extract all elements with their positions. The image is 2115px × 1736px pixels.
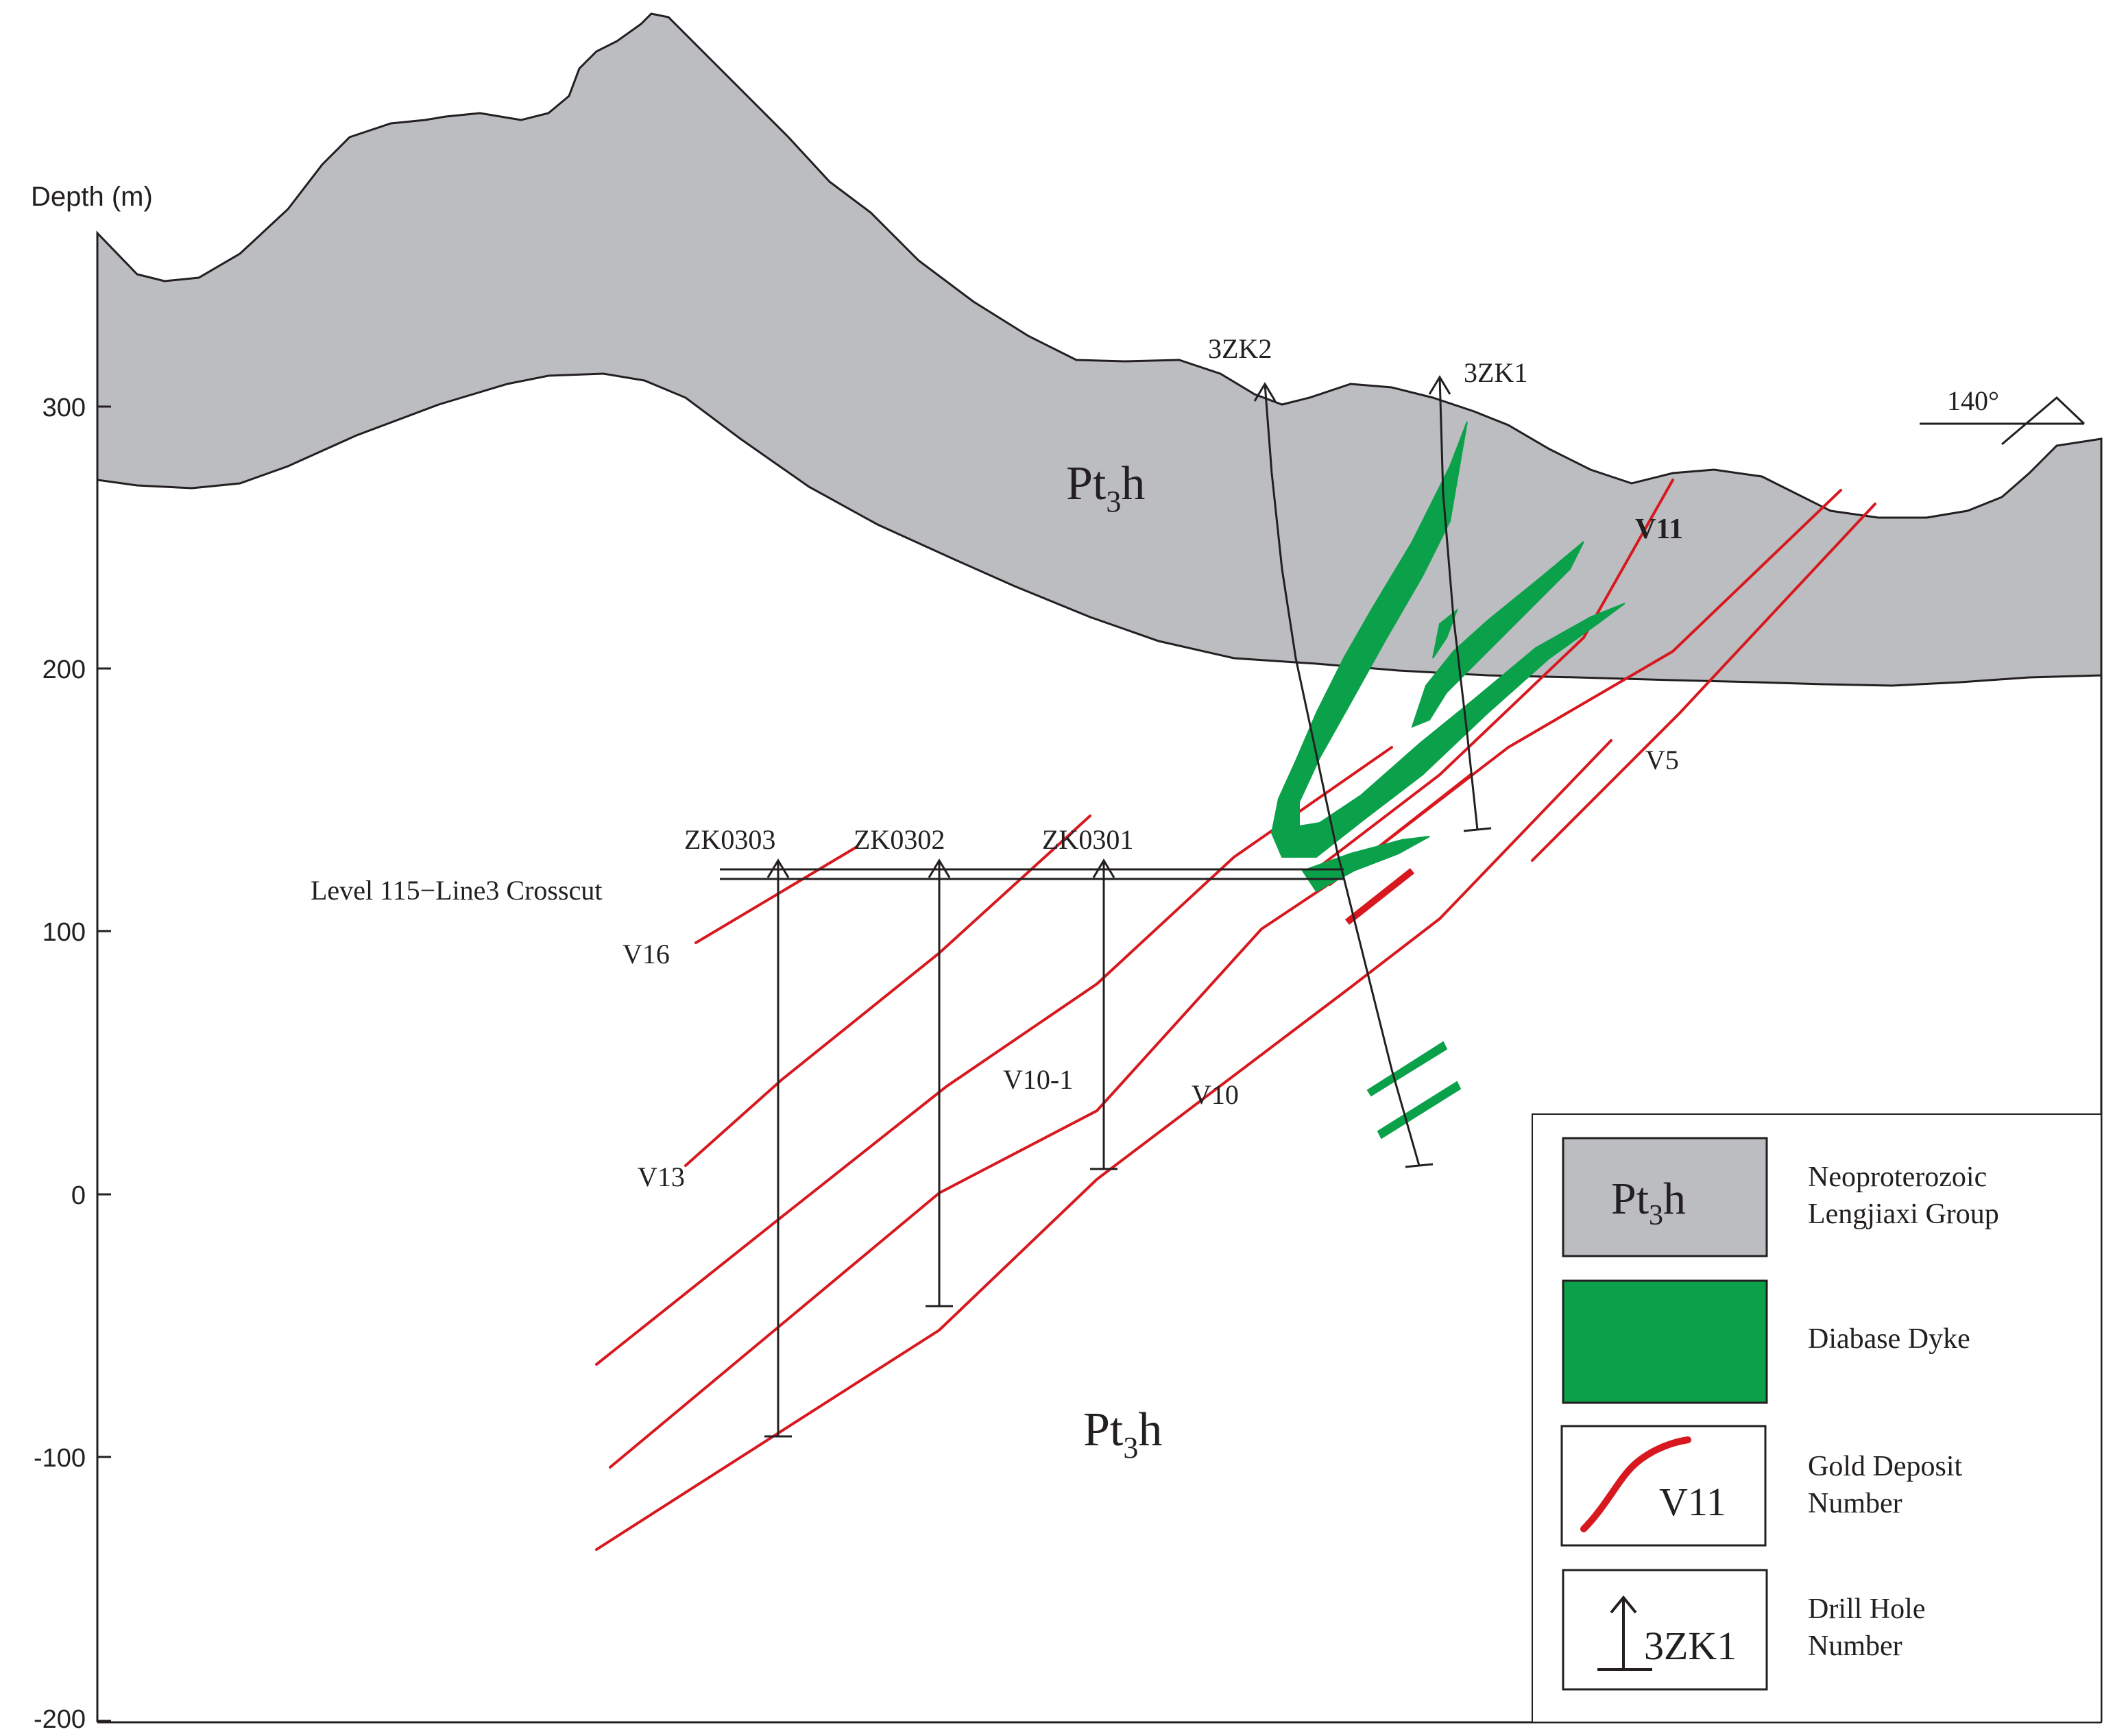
vein-v11 — [1322, 479, 1674, 865]
depth-tick-200: 200 — [43, 655, 86, 684]
diabase-dyke — [1270, 421, 1625, 1140]
drill-hole-zk0303-label: ZK0303 — [684, 824, 775, 855]
vein-v5 — [1531, 503, 1876, 862]
vein-label-v10-1: V10-1 — [1003, 1064, 1073, 1095]
vein-v13 — [684, 815, 1091, 1167]
level-115-crosscut — [720, 868, 1344, 880]
unit-label-upper: Pt3h — [1066, 457, 1145, 518]
vein-v16 — [694, 845, 858, 944]
legend-hole-box — [1562, 1569, 1768, 1691]
depth-tick-0: 0 — [71, 1181, 86, 1210]
drill-hole-3zk2-trace — [1264, 383, 1421, 1166]
drill-hole-3zk2-label: 3ZK2 — [1208, 333, 1272, 364]
vein-upper-a — [595, 746, 1393, 1366]
legend-unit-text-2: Lengjiaxi Group — [1808, 1198, 1999, 1230]
dyke-lower-lens — [1301, 836, 1430, 893]
depth-ticks — [97, 405, 111, 1722]
drill-hole-3zk1-arrow — [1428, 375, 1451, 395]
drill-hole-zk0301-label: ZK0301 — [1042, 824, 1133, 855]
drill-hole-zk0302-label: ZK0302 — [854, 824, 945, 855]
depth-tick-100: 100 — [43, 918, 86, 947]
dyke-lower-streak-1 — [1366, 1041, 1448, 1097]
dyke-lower-streak-2 — [1377, 1081, 1462, 1140]
drill-hole-zk0301-arrow — [1092, 858, 1115, 878]
drill-holes — [764, 375, 1492, 1438]
depth-tick-minus-100: -100 — [34, 1444, 86, 1473]
legend-hole-symbol: 3ZK1 — [1644, 1624, 1737, 1668]
legend-unit-text-1: Neoproterozoic — [1808, 1161, 1987, 1193]
vein-v10 — [595, 739, 1612, 1551]
unit-label-lower: Pt3h — [1083, 1403, 1162, 1464]
drill-hole-3zk1-end — [1463, 827, 1492, 832]
drill-hole-3zk1-trace — [1438, 376, 1479, 830]
drill-hole-zk0303-arrow — [766, 858, 790, 878]
dyke-branch — [1411, 541, 1584, 728]
vein-label-v5: V5 — [1645, 745, 1679, 775]
drill-hole-3zk2-arrow — [1253, 382, 1277, 402]
orientation-label: 140° — [1947, 385, 1999, 416]
drill-hole-zk0302-arrow — [928, 858, 951, 878]
vein-label-v10: V10 — [1192, 1079, 1239, 1110]
drill-hole-3zk2-end — [1405, 1163, 1434, 1168]
gold-veins — [595, 479, 1876, 1551]
vein-label-v16: V16 — [623, 939, 670, 969]
depth-tick-300: 300 — [43, 394, 86, 422]
lengjiaxi-group-unit — [96, 12, 2103, 687]
vein-label-v13: V13 — [638, 1161, 685, 1192]
legend-vein-symbol: V11 — [1659, 1480, 1726, 1524]
legend-unit-swatch — [1562, 1137, 1768, 1257]
vein-v10-thick-segment — [1344, 868, 1415, 925]
dyke-main-fork — [1270, 421, 1625, 858]
legend-dyke-swatch — [1562, 1279, 1768, 1404]
dyke-small-streak — [1432, 607, 1459, 659]
orientation-marker — [1920, 396, 2086, 446]
depth-tick-minus-200: -200 — [34, 1705, 86, 1733]
crosscut-label: Level 115−Line3 Crosscut — [311, 875, 602, 906]
legend-dyke-text: Diabase Dyke — [1808, 1323, 1970, 1355]
depth-axis-title: Depth (m) — [31, 182, 153, 212]
legend-vein-text-2: Number — [1808, 1488, 1902, 1519]
legend-hole-text-2: Number — [1808, 1630, 1902, 1662]
drill-hole-3zk1-label: 3ZK1 — [1464, 357, 1527, 388]
legend-vein-line — [1580, 1436, 1691, 1532]
legend-hole-arrow — [1597, 1595, 1652, 1671]
legend: Pt3h Neoproterozoic Lengjiaxi Group Diab… — [1532, 1113, 2102, 1723]
vein-label-v11: V11 — [1635, 514, 1683, 545]
legend-vein-text-1: Gold Deposit — [1808, 1451, 1962, 1482]
legend-hole-text-1: Drill Hole — [1808, 1593, 1925, 1625]
legend-unit-symbol: Pt3h — [1611, 1174, 1686, 1231]
